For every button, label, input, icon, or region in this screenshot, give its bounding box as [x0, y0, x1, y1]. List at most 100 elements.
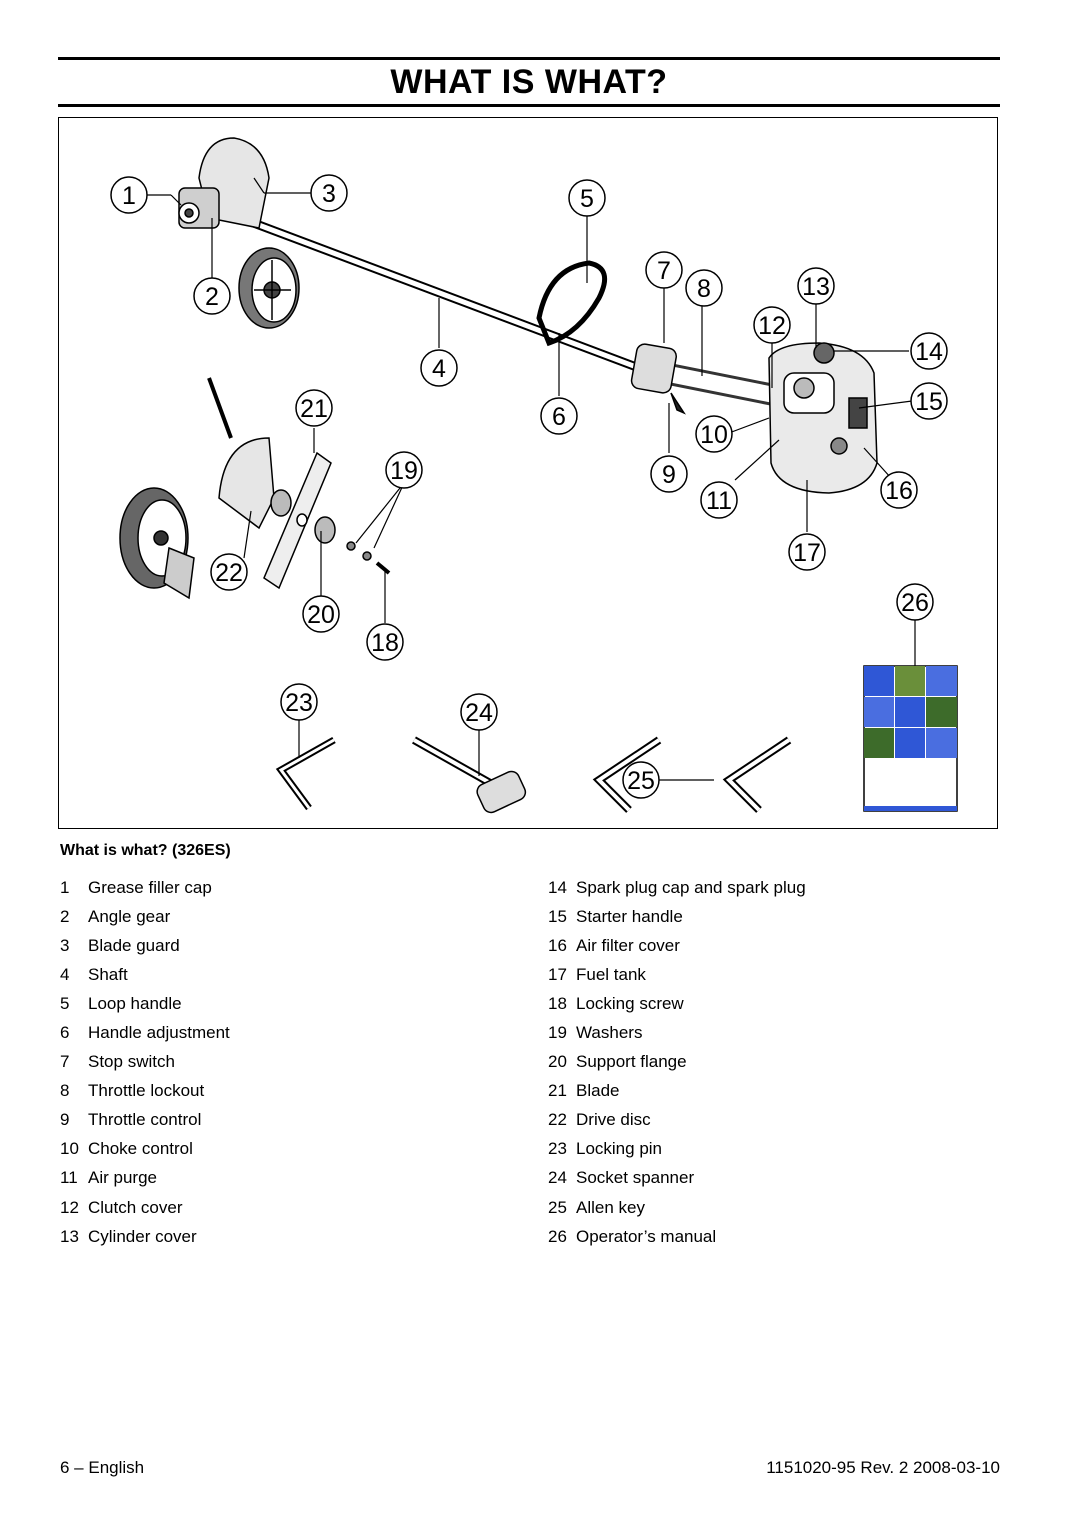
part-label: Socket spanner — [576, 1168, 695, 1188]
parts-list-item: 18 Locking screw — [548, 989, 806, 1018]
callout-10: 10 — [695, 415, 733, 453]
part-number: 17 — [548, 964, 567, 984]
angle-gear-drawing — [178, 187, 220, 229]
callout-number: 18 — [371, 629, 399, 657]
callout-24: 24 — [460, 693, 498, 731]
part-number: 21 — [548, 1081, 567, 1101]
part-label: Loop handle — [88, 993, 182, 1013]
part-number: 8 — [60, 1081, 70, 1101]
callout-20: 20 — [302, 595, 340, 633]
part-label: Locking pin — [576, 1139, 663, 1159]
part-number: 12 — [60, 1197, 79, 1217]
callout-number: 21 — [300, 395, 328, 423]
parts-list-item: 11 Air purge — [60, 1164, 230, 1193]
part-number: 19 — [548, 1023, 567, 1043]
part-number: 1 — [60, 877, 70, 897]
callout-number: 10 — [700, 421, 728, 449]
callout-number: 4 — [432, 355, 446, 383]
callout-17: 17 — [788, 533, 826, 571]
lower-blade-guard-drawing — [218, 437, 275, 530]
callout-number: 26 — [901, 589, 929, 617]
part-number: 2 — [60, 906, 70, 926]
part-number: 13 — [60, 1226, 79, 1246]
part-label: Cylinder cover — [88, 1226, 197, 1246]
callout-number: 11 — [706, 487, 732, 515]
callout-19: 19 — [385, 451, 423, 489]
part-number: 25 — [548, 1197, 567, 1217]
part-label: Support flange — [576, 1052, 687, 1072]
callout-number: 5 — [580, 185, 594, 213]
part-number: 9 — [60, 1110, 70, 1130]
part-label: Throttle lockout — [88, 1081, 205, 1101]
callout-23: 23 — [280, 683, 318, 721]
part-label: Allen key — [576, 1197, 645, 1217]
callout-number: 13 — [802, 273, 830, 301]
callout-11: 11 — [700, 481, 738, 519]
callout-9: 9 — [650, 455, 688, 493]
callout-number: 12 — [758, 312, 786, 340]
parts-list-item: 1 Grease filler cap — [60, 873, 230, 902]
parts-list-item: 17 Fuel tank — [548, 960, 806, 989]
throttle-handle-drawing — [630, 343, 782, 415]
section-heading: What is what? (326ES) — [60, 842, 231, 859]
part-number: 11 — [60, 1168, 78, 1188]
locking-pin-drawing — [275, 736, 336, 811]
drive-disc-drawing — [270, 489, 292, 517]
part-number: 16 — [548, 935, 567, 955]
part-number: 3 — [60, 935, 70, 955]
part-number: 18 — [548, 993, 567, 1013]
callout-25: 25 — [622, 761, 660, 799]
footer-doc-info: 1151020-95 Rev. 2 2008-03-10 — [766, 1458, 1000, 1477]
part-number: 10 — [60, 1139, 79, 1159]
part-label: Stop switch — [88, 1052, 175, 1072]
part-number: 24 — [548, 1168, 567, 1188]
part-label: Shaft — [88, 964, 128, 984]
part-number: 23 — [548, 1139, 567, 1159]
part-number: 22 — [548, 1110, 567, 1130]
callout-3: 3 — [310, 174, 348, 212]
socket-spanner-drawing — [412, 736, 527, 814]
callout-13: 13 — [797, 267, 835, 305]
callout-number: 8 — [697, 275, 711, 303]
part-number: 6 — [60, 1023, 70, 1043]
callout-number: 24 — [465, 699, 493, 727]
part-label: Drive disc — [576, 1110, 651, 1130]
callout-number: 23 — [285, 689, 313, 717]
part-label: Washers — [576, 1023, 643, 1043]
callout-number: 7 — [657, 257, 671, 285]
callout-22: 22 — [210, 553, 248, 591]
callout-5: 5 — [568, 179, 606, 217]
page-title: WHAT IS WHAT? — [390, 63, 668, 101]
callout-number: 15 — [915, 388, 943, 416]
callout-16: 16 — [880, 471, 918, 509]
part-label: Grease filler cap — [88, 877, 212, 897]
part-label: Fuel tank — [576, 964, 646, 984]
callout-7: 7 — [645, 251, 683, 289]
part-label: Choke control — [88, 1139, 193, 1159]
callout-18: 18 — [366, 623, 404, 661]
callout-8: 8 — [685, 269, 723, 307]
parts-list-item: 13 Cylinder cover — [60, 1222, 230, 1251]
callout-number: 14 — [915, 338, 943, 366]
callout-4: 4 — [420, 349, 458, 387]
callout-21: 21 — [295, 389, 333, 427]
part-number: 4 — [60, 964, 70, 984]
parts-list-item: 19 Washers — [548, 1018, 806, 1047]
footer-page-language: 6 – English — [60, 1458, 145, 1477]
part-label: Locking screw — [576, 993, 684, 1013]
edger-parts-illustration: 1234567891011121314151617181920212223242… — [110, 137, 958, 814]
part-label: Air purge — [88, 1168, 157, 1188]
operators-manual-drawing — [863, 665, 958, 812]
part-number: 14 — [548, 877, 567, 897]
